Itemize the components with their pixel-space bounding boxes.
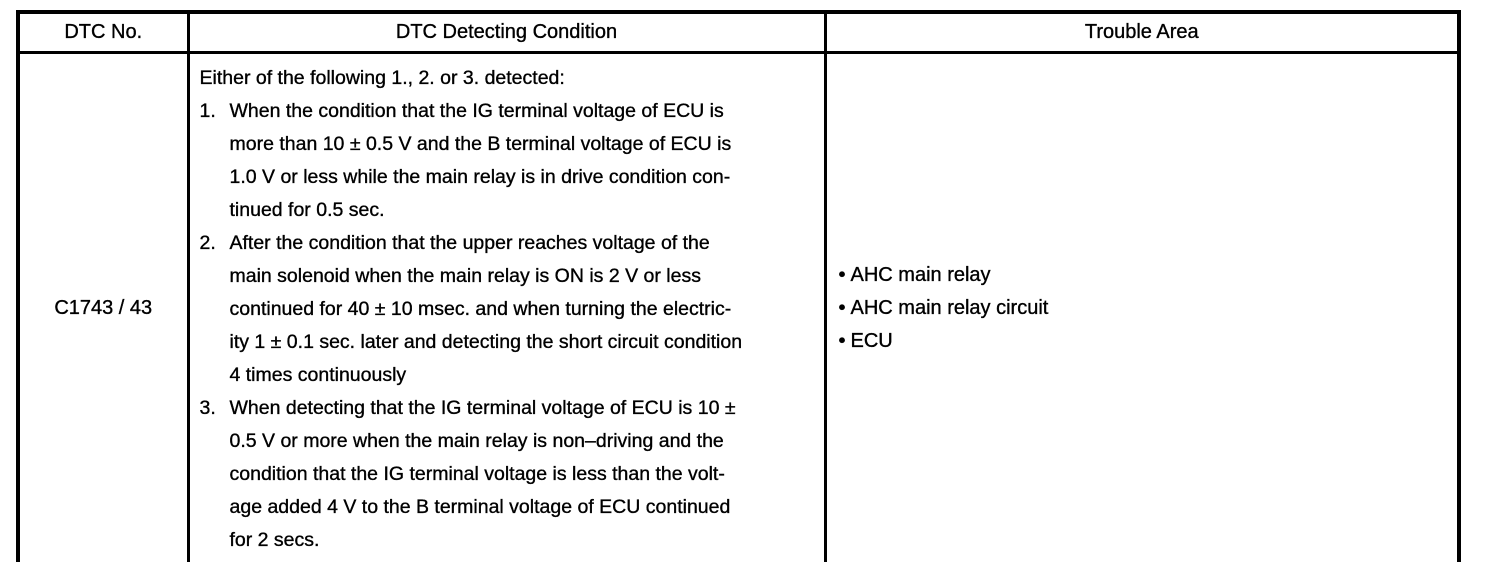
condition-item-text: After the condition that the upper reach… [229,231,743,386]
trouble-area-item: •ECU [838,325,1458,358]
header-dtc-no: DTC No. [16,10,190,54]
header-detecting-condition: DTC Detecting Condition [186,10,827,54]
trouble-area-item: •AHC main relay circuit [838,292,1458,325]
condition-item-number: 1. [199,99,216,122]
condition-item-number: 3. [199,396,216,419]
dtc-number-cell: C1743 / 43 [16,50,190,562]
bullet-icon: • [838,329,846,352]
condition-items: 1. When the condition that the IG termina… [199,95,822,557]
condition-item: 1. When the condition that the IG termina… [199,95,822,227]
trouble-area-item: •AHC main relay [838,259,1458,292]
condition-item-number: 2. [199,231,216,254]
condition-item: 3. When detecting that the IG terminal vo… [199,392,822,557]
trouble-list: •AHC main relay•AHC main relay circuit•E… [838,259,1458,358]
condition-intro: Either of the following 1., 2. or 3. det… [199,66,565,89]
table-row: C1743 / 43 Either of the following 1., 2… [16,50,1461,562]
condition-item: 2. After the condition that the upper rea… [199,227,822,392]
dtc-table: DTC No. DTC Detecting Condition Trouble … [16,10,1461,562]
trouble-area-text: ECU [850,329,893,352]
detecting-condition-cell: Either of the following 1., 2. or 3. det… [186,50,827,562]
header-row: DTC No. DTC Detecting Condition Trouble … [16,10,1461,54]
trouble-area-text: AHC main relay circuit [850,296,1049,319]
bullet-icon: • [838,263,846,286]
condition-item-text: When the condition that the IG terminal … [229,99,732,221]
trouble-area-text: AHC main relay [850,263,991,286]
trouble-area-cell: •AHC main relay•AHC main relay circuit•E… [823,50,1461,562]
header-trouble-area: Trouble Area [823,10,1461,54]
bullet-icon: • [838,296,846,319]
condition-item-text: When detecting that the IG terminal volt… [229,396,736,551]
